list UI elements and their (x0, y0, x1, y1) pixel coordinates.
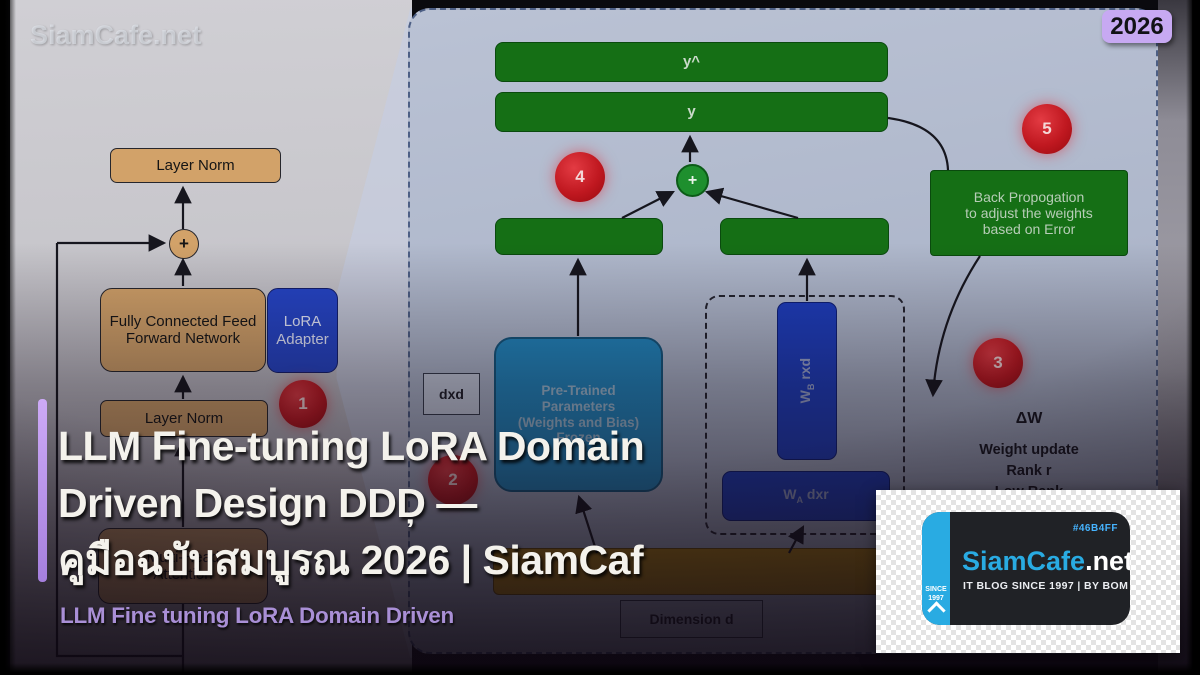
year-badge-text: 2026 (1110, 12, 1164, 40)
step-1-badge: 1 (279, 380, 327, 428)
sum-circle: + (676, 164, 709, 197)
rank-label: Rank r (1006, 463, 1052, 480)
brand-name: SiamCafe (962, 546, 1086, 576)
sitelogo-since-ribbon: SINCE 1997 (922, 586, 950, 603)
left-black-edge (0, 0, 16, 675)
residual-add-circle: + (169, 229, 199, 259)
title-line1: LLM Fine-tuning LoRA Domain (58, 423, 645, 469)
backprop-line1: Back Propogation (973, 188, 1085, 205)
brand-tld: .net (1085, 546, 1130, 576)
dxd-label-box: dxd (423, 373, 480, 415)
delta-w-label: ΔW (1015, 410, 1043, 427)
frozen-path-output-box (495, 218, 663, 255)
brand-wordmark: SiamCafe.net (962, 546, 1130, 577)
lora-adapter-line1: LoRA (283, 313, 322, 331)
backprop-line3: based on Error (982, 221, 1076, 238)
ffn-box: Fully Connected Feed Forward Network (100, 288, 266, 372)
lora-adapter-line2: Adapter (276, 330, 329, 348)
layer-norm-top-box: Layer Norm (110, 148, 281, 183)
layer-norm-top-label: Layer Norm (156, 156, 235, 174)
wb-label: WB rxd (797, 358, 816, 403)
step-1-number: 1 (298, 394, 308, 413)
ffn-label-line2: Forward Network (125, 330, 241, 347)
right-black-edge (1186, 0, 1200, 675)
subtitle-text: LLM Fine tuning LoRA Domain Driven (60, 603, 454, 628)
step-4-badge: 4 (555, 152, 605, 202)
sitelogo-card: SINCE 1997 #46B4FF SiamCafe.net IT BLOG … (876, 490, 1180, 653)
lora-adapter-box: LoRA Adapter (267, 288, 338, 373)
y-box: y (495, 92, 888, 132)
weight-update-label: Weight update (979, 442, 1079, 458)
brand-hex-label: #46B4FF (1072, 523, 1118, 534)
title-accent-bar (38, 399, 47, 582)
dimension-d-box: Dimension d (620, 600, 763, 638)
step-3-badge: 3 (973, 338, 1023, 388)
plus-sign: + (179, 234, 189, 253)
y-hat-label: y^ (682, 53, 701, 71)
sitelogo-cyan-strip: SINCE 1997 (922, 512, 950, 625)
title-line2: Driven Design DDD̦ — (58, 480, 477, 526)
step-3-number: 3 (993, 353, 1003, 372)
y-label: y (687, 103, 696, 121)
step-5-badge: 5 (1022, 104, 1072, 154)
sum-plus-sign: + (687, 171, 698, 189)
chevron-up-icon (927, 601, 946, 620)
dimension-d-label: Dimension d (649, 610, 734, 627)
watermark-text: SiamCafe.net (30, 20, 202, 50)
backprop-box: Back Propogation to adjust the weights b… (930, 170, 1128, 256)
y-hat-box: y^ (495, 42, 888, 82)
title-block: LLM Fine-tuning LoRA Domain Driven Desig… (58, 426, 958, 602)
pretrained-line2: Parameters (541, 398, 616, 414)
ribbon-year: 1997 (928, 594, 944, 602)
dxd-label: dxd (439, 385, 464, 402)
backprop-line2: to adjust the weights (965, 204, 1093, 221)
wb-subscript: B (806, 383, 817, 391)
year-badge: 2026 (1102, 10, 1172, 43)
wb-rest: rxd (797, 358, 814, 384)
brand-tagline: IT BLOG SINCE 1997 | BY BOM (963, 580, 1129, 592)
step-4-number: 4 (575, 167, 585, 186)
ffn-label-line1: Fully Connected Feed (109, 312, 257, 330)
sitelogo-plate: SINCE 1997 #46B4FF SiamCafe.net IT BLOG … (922, 512, 1130, 625)
title-line3: คูมือฉบับสมบูรณ 2026 | SiamCaf (58, 537, 644, 583)
step-5-number: 5 (1042, 119, 1052, 138)
lora-path-output-box (720, 218, 889, 255)
wb-base: W (797, 390, 814, 404)
bottom-black-edge (0, 663, 1200, 675)
ribbon-since: SINCE (925, 586, 947, 594)
pretrained-line1: Pre-Trained (541, 383, 616, 399)
